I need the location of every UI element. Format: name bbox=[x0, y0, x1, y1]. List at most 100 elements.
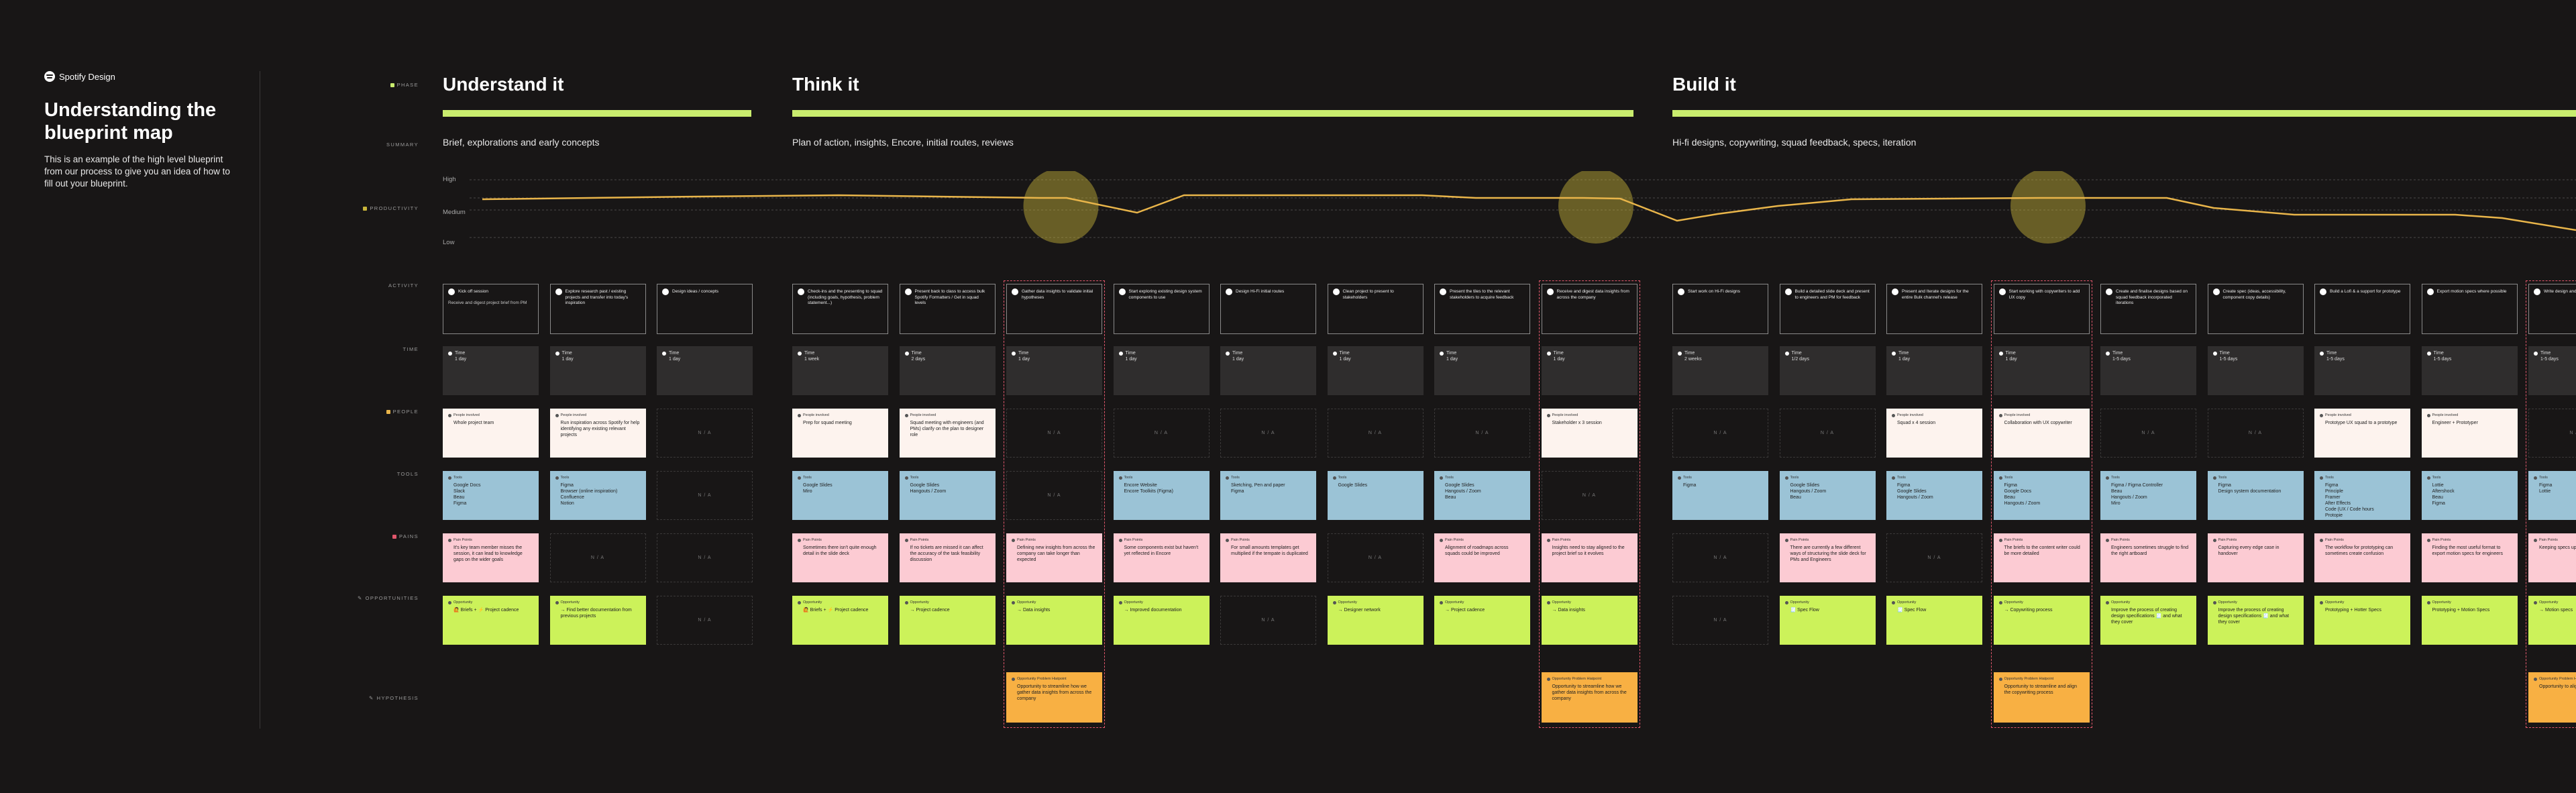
opportunity-note[interactable]: Opportunity→ Find better documentation f… bbox=[549, 596, 646, 645]
activity-card[interactable]: Explore research past / existing project… bbox=[549, 284, 646, 334]
activity-card[interactable]: Present the tiles to the relevant stakeh… bbox=[1434, 284, 1530, 334]
activity-card[interactable]: Clean project to present to stakeholders bbox=[1327, 284, 1424, 334]
opportunity-note[interactable]: Opportunity🧾 Spec Flow bbox=[1779, 596, 1876, 645]
activity-card[interactable]: Create spec (ideas, accessibility, compo… bbox=[2207, 284, 2304, 334]
activity-card[interactable]: Receive and digest data insights from ac… bbox=[1541, 284, 1638, 334]
activity-card[interactable]: Gather data insights to validate initial… bbox=[1006, 284, 1102, 334]
opportunity-note[interactable]: Opportunity→ Project cadence bbox=[899, 596, 996, 645]
opportunity-note[interactable]: Opportunity🙋 Briefs + ⚡ Project cadence bbox=[792, 596, 888, 645]
hypothesis-note[interactable]: Opportunity Problem HiatpointOpportunity… bbox=[2528, 672, 2576, 723]
activity-card[interactable]: Build a Lofi & a support for prototype bbox=[2314, 284, 2410, 334]
activity-card[interactable]: Present back to class to access bulk Spo… bbox=[899, 284, 996, 334]
activity-card[interactable]: Start work on Hi-Fi designs bbox=[1672, 284, 1768, 334]
activity-card[interactable]: Start exploring existing design system c… bbox=[1113, 284, 1210, 334]
activity-card[interactable]: Check-ins and the presenting to squad (i… bbox=[792, 284, 888, 334]
opportunity-note[interactable]: Opportunity→ Motion specs bbox=[2528, 596, 2576, 645]
opportunity-note[interactable]: Opportunity→ Data insights bbox=[1006, 596, 1102, 645]
activity-card[interactable]: Design ideas / concepts bbox=[657, 284, 753, 334]
activity-card[interactable]: Export motion specs where possible bbox=[2421, 284, 2518, 334]
activity-card[interactable]: Build a detailed slide deck and present … bbox=[1779, 284, 1876, 334]
activity-card[interactable]: Design Hi-Fi initial routes bbox=[1220, 284, 1316, 334]
opportunity-note[interactable]: Opportunity→ Designer network bbox=[1327, 596, 1424, 645]
opportunity-note[interactable]: Opportunity→ Project cadence bbox=[1434, 596, 1530, 645]
opportunity-note[interactable]: Opportunity→ Data insights bbox=[1541, 596, 1638, 645]
opportunity-note[interactable]: Opportunity→ Improved documentation bbox=[1113, 596, 1210, 645]
activity-card[interactable]: Write design and motion specs bbox=[2528, 284, 2576, 334]
activity-card[interactable]: Create and finalise designs based on squ… bbox=[2100, 284, 2196, 334]
opportunity-note[interactable]: Opportunity→ Copywriting process bbox=[1993, 596, 2090, 645]
activity-card[interactable]: Present and Iterate designs for the enti… bbox=[1886, 284, 1982, 334]
activity-card[interactable]: Start working with copywriters to add UX… bbox=[1993, 284, 2090, 334]
opportunity-note[interactable]: Opportunity🙋 Briefs + ⚡ Project cadence bbox=[443, 596, 539, 645]
opportunity-note[interactable]: Opportunity🧾 Spec Flow bbox=[1886, 596, 1982, 645]
